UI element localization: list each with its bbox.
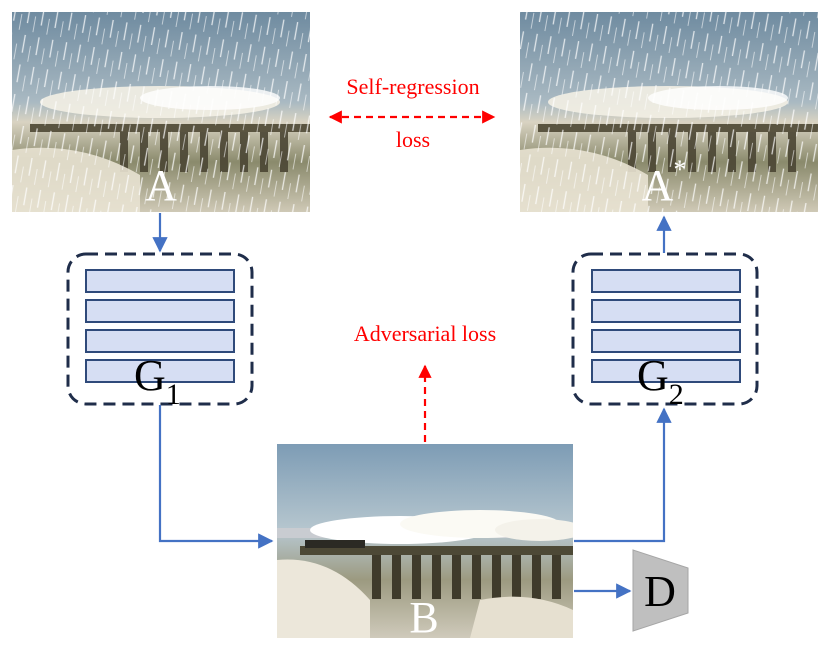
g2-layer-1 [591,269,741,293]
image-b [277,444,573,638]
g1-layer-3 [85,329,235,353]
image-a [12,12,310,212]
self-regression-loss-label-line2: loss [396,127,430,152]
g2-layer-3 [591,329,741,353]
image-a-star [520,12,818,212]
g1-layer-1 [85,269,235,293]
discriminator-d [632,549,689,632]
image-a-star-label: A* [642,155,687,210]
image-a-label: A [145,161,177,210]
self-regression-loss-label-line1: Self-regression [346,74,479,99]
arrow-b-to-g2 [574,407,672,543]
g2-layer-2 [591,299,741,323]
arrow-g1-to-b [158,405,274,549]
g1-layer-4 [85,359,235,383]
adversarial-loss-label: Adversarial loss [354,321,496,346]
g2-layer-4 [591,359,741,383]
generator-g1 [66,252,254,406]
generator-g2-label: G2 [637,351,684,411]
g1-layer-2 [85,299,235,323]
generator-g1-label: G1 [134,351,181,411]
image-b-label: B [409,593,438,642]
discriminator-d-label: D [644,567,676,616]
generator-g2 [571,252,759,406]
